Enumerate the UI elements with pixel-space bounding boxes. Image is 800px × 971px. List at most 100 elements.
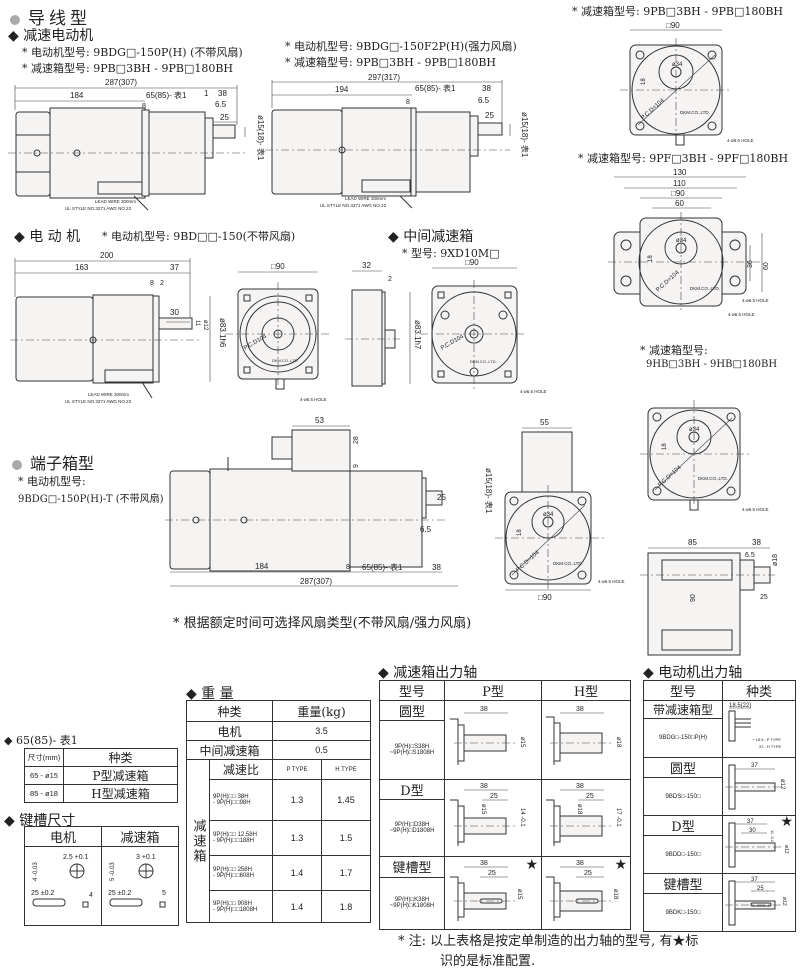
gear-shaft-header: P型 (444, 680, 542, 701)
dim-hub: ø34 (543, 512, 554, 518)
section-terminal-box: 端子箱型 (12, 450, 94, 474)
ratio-to: - 9P(H)□□188H (213, 838, 254, 844)
weight-intermediate-value: 0.5 (272, 740, 371, 760)
dim-90: 90 (690, 594, 697, 602)
shaft-model: 9P(H)□D38H~9P(H)□D1808H (379, 799, 445, 857)
hole-label: 4-ø6.5 HOLE (598, 579, 625, 584)
dim-key: 4 (89, 892, 93, 899)
shaft-type: 圆型 (643, 757, 723, 778)
table-row: 9BDD□-150□ (643, 835, 796, 874)
dim-total: 287(307) (300, 577, 332, 586)
dim-key-length: 25 (488, 870, 496, 877)
terminal-model: 9BDG□-150P(H)-T (不带风扇) (18, 494, 164, 505)
weight-subheader: H TYPE (321, 759, 371, 780)
dim-6-5: 6.5 (478, 96, 490, 105)
keyway-header-gearbox: 减速箱 (101, 826, 179, 847)
dim-d-length: 30 (749, 828, 756, 834)
dim-25: 25 (760, 594, 768, 601)
dim-200: 200 (100, 251, 114, 260)
dim-163: 163 (75, 263, 89, 272)
motor-shaft-title: ◆ 电动机出力轴 (643, 665, 743, 681)
model-to: ~9P(H)□S1808H (389, 750, 435, 757)
dim-8: 8 (142, 103, 146, 110)
hole-label: 4-ø6.5 HOLE (520, 389, 547, 394)
motor-model: * 电动机型号: 9BD□□-150(不带风扇) (102, 230, 296, 243)
dim-diameter: ø12 (783, 845, 789, 854)
dim-55: 55 (540, 418, 549, 427)
dim-diameter: ø15 (480, 804, 486, 815)
gearbox-9hb-model-label: * 减速箱型号: (640, 344, 708, 357)
dim-25: 25 (485, 111, 494, 120)
weight-motor-value: 3.5 (272, 721, 371, 741)
star-icon: ★ (780, 814, 793, 830)
gear-shaft-header: H型 (541, 680, 631, 701)
gearbox-9pf-front-view: 130 110 □90 60 36 60 ø34 18 P.C.D=104 DK… (608, 168, 770, 317)
ratio-from: 9P(H)□□ 908H (213, 900, 252, 907)
dim-square: □90 (465, 258, 479, 267)
hole-label: 4-ø6.5 HOLE (742, 507, 769, 512)
dim-flat: 14 -0.1 (519, 808, 525, 827)
drawing2-gear-model: * 减速箱型号: 9PB□3BH - 9PB□180BH (285, 56, 497, 69)
dim-2: 2 (160, 280, 164, 287)
fan-note: * 根据额定时间可选择风扇类型(不带风扇/强力风扇) (173, 616, 472, 631)
keyway-gearbox-drawing: 5 -0.03 3 +0.1 25 ±0.2 5 (108, 854, 166, 908)
terminal-box-motor-front-view: 55 □90 ø34 18 P.C.D=104 DKM.CO.,LTD. 4-ø… (495, 418, 625, 602)
dim-6-5: 6.5 (420, 525, 432, 534)
weight-p: 1.3 (272, 820, 322, 856)
dim-depth: 4 -0.03 (33, 862, 39, 881)
intermediate-model: * 型号: 9XD10M□ (402, 247, 500, 260)
table1-header: 尺寸(mm) (24, 748, 64, 767)
dim-total: 297(317) (368, 73, 400, 82)
gear-motor-fan-side-view: 297(317) 194 65(85)- 表1 38 6.5 25 8 ø15(… (265, 73, 530, 209)
table-row: 9BDK□-150□ (643, 893, 796, 932)
drawing1-gear-model: * 减速箱型号: 9PB□3BH - 9PB□180BH (22, 62, 234, 75)
ratio-to: - 9P(H)□□608H (213, 873, 254, 879)
weight-p: 1.4 (272, 855, 322, 891)
dim-length: 25 ±0.2 (31, 890, 54, 897)
dim-key: 5 (162, 890, 166, 897)
dim-diameter: ø12 (779, 779, 785, 790)
brand-label: DKM.CO.,LTD. (553, 561, 583, 566)
lead-wire-note: LEAD WIRE 300mm (88, 392, 129, 397)
gearbox (415, 111, 471, 193)
shaft-type: 带减速箱型 (643, 699, 723, 720)
dim-diameter: ø18 (615, 737, 621, 748)
dim-38: 38 (482, 84, 491, 93)
dim-37: 37 (170, 263, 179, 272)
dim-table: 65(85)- 表1 (362, 562, 403, 572)
table-row: 9P(H)□K38H~9P(H)□K1808H (379, 876, 631, 931)
motor-side-view: 200 163 37 8 2 30 11 ø12 ø83.1h6 LEAD WI… (10, 251, 227, 404)
gearbox-9hb-front-view: ø34 18 P.C.D=104 DKM.CO.,LTD. 4-ø6.5 HOL… (640, 400, 769, 512)
section-intermediate: ◆ 中间减速箱 (388, 226, 473, 246)
hole-label-2: 4-ø6.5 HOLE (728, 312, 755, 317)
terminal-box-motor-side-view: 53 28 9 25 6.5 ø15(18)- 表1 184 8 65(85)-… (165, 416, 494, 587)
section-title: 中间减速箱 (403, 229, 474, 245)
dim-diameter: ø18 (612, 889, 618, 900)
dim-pilot: ø83.1h7 (413, 320, 422, 350)
dim-184: 184 (255, 562, 269, 571)
hole-label: 4-ø6.5 HOLE (727, 138, 754, 143)
drawing1-motor-model: * 电动机型号: 9BDG□-150P(H) (不带风扇) (22, 46, 243, 59)
weight-h: 1.45 (321, 779, 371, 821)
keyway-gearbox-cell: 5 -0.03 3 +0.1 25 ±0.2 5 (101, 846, 179, 926)
shaft-model: 9BDG□-150□P(H) (643, 718, 723, 758)
model-from: 9P(H)□K38H (394, 897, 430, 904)
bullet-icon (12, 459, 22, 470)
dim-shaft: ø18 (772, 554, 779, 566)
dim-diameter: ø18 (576, 804, 582, 815)
dim-38: 38 (218, 89, 227, 98)
dim-pilot: ø83.1h6 (218, 318, 227, 348)
